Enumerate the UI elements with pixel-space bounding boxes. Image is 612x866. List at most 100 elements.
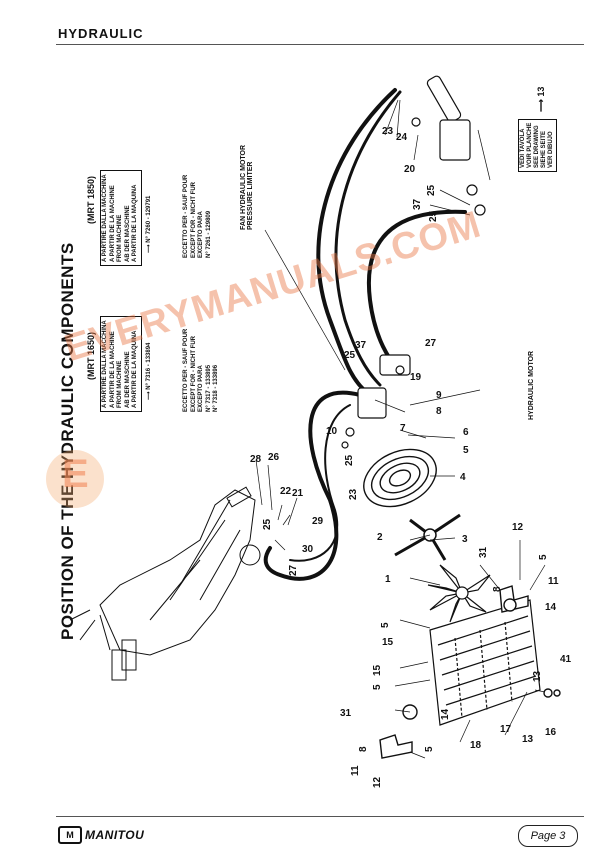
svg-text:23: 23 [348,488,359,500]
section-title: HYDRAULIC [58,26,144,41]
part-25: 25 [344,350,356,361]
except-block-mrt1850: ECCETTO PER - SAUF POUR EXCEPT FOR - NIC… [183,175,213,258]
except-line: EXCEPT FOR - NICHT FUR [190,182,197,258]
part-20: 20 [404,164,416,175]
part-17: 17 [500,724,512,735]
part-23: 23 [382,126,394,137]
part-2: 2 [377,532,383,543]
svg-text:25: 25 [344,454,355,466]
box-line: AB DER MASCHINE [124,205,131,262]
part-13: 13 [522,734,534,745]
except-line: ECCETTO PER - SAUF POUR [183,328,189,412]
part-29: 29 [312,516,324,527]
arrow-icon: ⟶ [536,96,546,112]
page-title: POSITION OF THE HYDRAULIC COMPONENTS [58,242,77,640]
arrow-icon: ⟶ [146,242,152,253]
part-5: 5 [463,445,469,456]
part-37: 37 [355,340,367,351]
part-11: 11 [548,576,559,587]
except-serial: N° 7317 - 133895 [205,364,212,412]
part-4: 4 [460,472,466,483]
part-27: 27 [425,338,437,349]
part-6: 6 [463,427,469,438]
part-15: 15 [382,637,394,648]
see-line: VOIR PLANCHE [527,122,533,168]
part-numbers: 1 2 3 4 5 6 7 8 9 19 10 25 37 27 23 24 2… [250,126,572,751]
see-drawing-target: ⟶ 13 [536,86,546,112]
box-line: A PARTIRE DALLA MACCHINA [102,174,108,262]
hydraulic-motor-callout: HYDRAULIC MOTOR [528,350,535,420]
part-1: 1 [385,574,391,585]
part-30: 30 [302,544,314,555]
manitou-logo-icon: M [58,826,82,844]
part-19: 19 [410,372,422,383]
see-line: SIEHE SEITE [541,130,547,168]
box-line: FROM MACHINE [117,214,123,262]
svg-text:25: 25 [262,518,273,530]
callout-line: PRESSURE LIMITER [247,161,254,230]
svg-text:8: 8 [492,586,503,592]
svg-text:11: 11 [350,765,361,776]
except-serial: N° 7318 - 133896 [213,364,219,412]
part-26: 26 [268,452,280,463]
page-number: Page 3 [518,825,578,847]
pipe-bracket [426,75,462,123]
part-7: 7 [400,423,406,434]
part-8: 8 [436,406,442,417]
svg-text:13: 13 [532,670,543,682]
hose-upper-left [316,88,397,397]
part-24: 24 [396,132,408,143]
see-line: SEE DRAWING [534,125,540,168]
from-serial-mrt1650: ⟶ N° 7316 - 133894 [146,342,152,400]
svg-text:25: 25 [426,184,437,196]
part-28: 28 [250,454,262,465]
arrow-icon: ⟶ [146,389,152,400]
svg-text:31: 31 [478,546,489,558]
part-22: 22 [280,486,292,497]
fan-guard [363,448,437,508]
except-line: ECCETTO PER - SAUF POUR [183,174,189,258]
part-10: 10 [326,426,338,437]
hose-lower-inner [289,404,351,562]
box-line: A PARTIR DE LA MACHINE [109,185,116,262]
watermark-badge [46,450,104,508]
from-machine-box-mrt1850: A PARTIRE DALLA MACCHINA A PARTIR DE LA … [100,170,142,266]
fan-blades [427,564,491,623]
except-line: EXCEPT FOR - NICHT FUR [190,336,197,412]
svg-text:5: 5 [372,684,383,690]
svg-text:5: 5 [424,746,435,752]
engine-outline [99,489,256,656]
svg-text:14: 14 [440,708,451,720]
part-12: 12 [512,522,524,533]
svg-text:8: 8 [358,746,369,752]
brand-name: MANITOU [85,828,145,842]
see-line: VEDI TAVOLA [520,128,526,168]
part-14: 14 [545,602,557,613]
radiator [429,599,541,726]
svg-text:25: 25 [428,210,439,222]
hose-upper-right [334,90,402,387]
footer-divider [56,816,584,817]
see-line: VER DIBUJO [548,131,554,168]
svg-text:37: 37 [412,198,423,210]
pressure-limiter-block [357,387,387,419]
except-block-mrt1650: ECCETTO PER - SAUF POUR EXCEPT FOR - NIC… [183,329,221,412]
svg-text:27: 27 [288,564,299,576]
box-line: A PARTIR DE LA MAQUINA [132,184,138,262]
part-31: 31 [340,708,352,719]
part-18: 18 [470,740,482,751]
hose-right-return [366,209,467,372]
bracket-left [379,734,413,759]
svg-text:5: 5 [538,554,549,560]
see-drawing-box: VEDI TAVOLA VOIR PLANCHE SEE DRAWING SIE… [518,118,557,172]
except-line: EXCEPTO PARA [198,211,204,258]
part-41: 41 [560,654,572,665]
hose-lower-loop [263,390,362,581]
part-3: 3 [462,534,468,545]
svg-text:12: 12 [372,776,383,788]
header-divider [56,44,584,45]
part-21: 21 [292,488,304,499]
svg-text:15: 15 [372,664,383,676]
model-name-mrt1850: (MRT 1850) [86,175,96,224]
